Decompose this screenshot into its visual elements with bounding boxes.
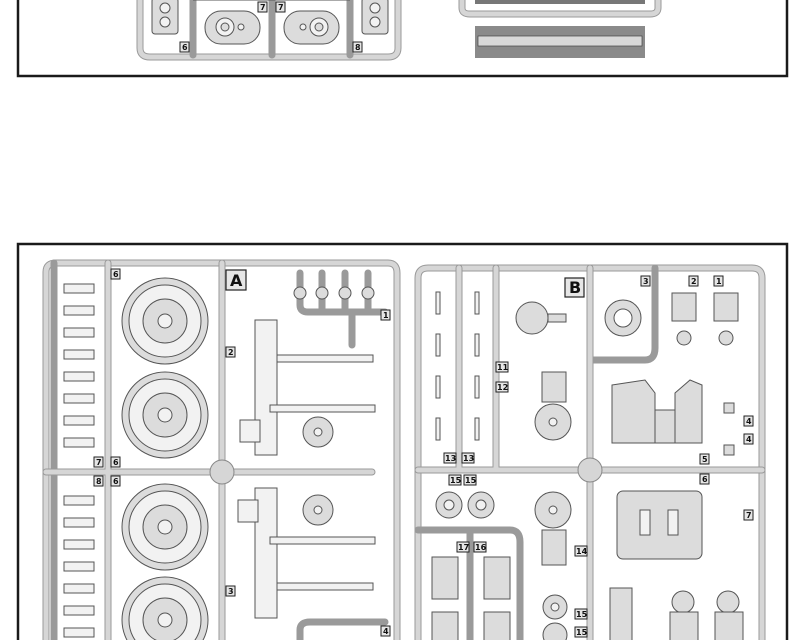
part-number-tag: 17 — [456, 541, 470, 553]
bracket-part — [713, 292, 739, 346]
part-number-tag: 15 — [463, 474, 477, 486]
part-number-tag: 13 — [443, 452, 457, 464]
sprue-letter-a: A — [225, 269, 247, 291]
road-wheel-part — [121, 576, 209, 640]
part-number-tag: 6 — [179, 41, 190, 53]
svg-text:13: 13 — [445, 454, 456, 463]
part-number-tag: 15 — [448, 474, 462, 486]
part-number-tag: 2 — [225, 346, 236, 358]
part-number-tag: 8 — [93, 475, 104, 487]
svg-text:17: 17 — [458, 543, 469, 552]
part-number-tag: 4 — [743, 433, 754, 445]
svg-text:16: 16 — [475, 543, 487, 552]
part-number-tag: 16 — [473, 541, 487, 553]
svg-text:15: 15 — [576, 628, 588, 637]
svg-text:1: 1 — [716, 277, 722, 286]
sprue-hub — [209, 459, 235, 485]
svg-text:3: 3 — [228, 587, 234, 596]
part-number-tag: 6 — [110, 456, 121, 468]
svg-text:3: 3 — [643, 277, 649, 286]
part-number-tag: 13 — [461, 452, 475, 464]
svg-text:14: 14 — [576, 547, 588, 556]
top-panel-border — [16, 0, 789, 78]
hub-part — [515, 301, 567, 335]
road-wheel-part — [121, 277, 209, 365]
knob-parts — [293, 269, 389, 349]
svg-text:2: 2 — [228, 348, 234, 357]
part-number-tag: 12 — [495, 381, 509, 393]
svg-text:5: 5 — [702, 455, 708, 464]
part-number-tag: 5 — [699, 453, 710, 465]
svg-text:6: 6 — [702, 475, 708, 484]
svg-text:4: 4 — [383, 627, 389, 636]
sprue-hub — [577, 457, 603, 483]
final-drive-part — [534, 491, 572, 566]
part-number-tag: 3 — [640, 275, 651, 287]
svg-text:7: 7 — [278, 3, 284, 12]
part-number-tag: 7 — [93, 456, 104, 468]
plate-parts — [431, 556, 511, 640]
svg-text:B: B — [569, 278, 581, 297]
part-number-tag: 6 — [699, 473, 710, 485]
bottom-panel-border — [16, 242, 789, 640]
part-number-tag: 7 — [743, 509, 754, 521]
part-number-tag: 2 — [688, 275, 699, 287]
part-number-tag: 11 — [495, 361, 509, 373]
svg-text:7: 7 — [746, 511, 752, 520]
part-number-tag: 15 — [574, 626, 588, 638]
svg-text:7: 7 — [96, 458, 102, 467]
svg-text:4: 4 — [746, 435, 752, 444]
svg-text:15: 15 — [465, 476, 477, 485]
wrench-parts — [435, 291, 480, 441]
road-wheel-part — [121, 371, 209, 459]
part-number-tag: 14 — [574, 545, 588, 557]
svg-text:A: A — [230, 271, 243, 290]
svg-text:11: 11 — [497, 363, 509, 372]
svg-text:15: 15 — [450, 476, 462, 485]
part-number-tag: 1 — [713, 275, 724, 287]
svg-text:2: 2 — [691, 277, 697, 286]
part-number-tag: 7 — [275, 1, 286, 13]
part-number-tag: 3 — [225, 585, 236, 597]
suspension-arm-part — [237, 487, 376, 619]
hull-plate-part — [611, 379, 703, 444]
svg-text:8: 8 — [96, 477, 102, 486]
sprue-a: A 6 2 1 7 6 8 6 3 4 — [42, 259, 401, 640]
svg-text:4: 4 — [746, 417, 752, 426]
part-number-tag: 6 — [110, 475, 121, 487]
svg-text:6: 6 — [113, 477, 119, 486]
track-runner — [458, 0, 662, 58]
part-number-tag: 7 — [257, 1, 268, 13]
part-number-tag: 1 — [380, 309, 391, 321]
sprue-letter-b: B — [564, 277, 585, 298]
part-number-tag: 8 — [352, 41, 363, 53]
small-parts-column — [63, 283, 95, 638]
final-drive-part — [534, 371, 572, 441]
svg-text:1: 1 — [383, 311, 389, 320]
svg-text:7: 7 — [260, 3, 266, 12]
sprue-b: B 3 2 1 11 12 13 13 4 4 5 6 15 15 7 17 1… — [414, 264, 766, 640]
part-number-tag: 4 — [380, 625, 391, 637]
top-panel: 6 7 7 8 — [16, 0, 789, 78]
part-number-tag: 4 — [743, 415, 754, 427]
ring-part — [604, 299, 642, 337]
svg-text:8: 8 — [355, 43, 361, 52]
suspension-arm-part — [239, 319, 376, 456]
svg-text:6: 6 — [182, 43, 188, 52]
svg-text:15: 15 — [576, 610, 588, 619]
bracket-part — [671, 292, 697, 346]
road-wheel-part — [121, 483, 209, 571]
svg-text:13: 13 — [463, 454, 474, 463]
shock-parts — [609, 587, 744, 640]
part-number-tag: 6 — [110, 268, 121, 280]
engine-block-part — [616, 490, 703, 560]
disc-parts — [435, 491, 568, 640]
top-sprue: 6 7 7 8 — [136, 0, 402, 61]
svg-text:6: 6 — [113, 270, 119, 279]
part-number-tag: 15 — [574, 608, 588, 620]
svg-text:6: 6 — [113, 458, 119, 467]
svg-text:12: 12 — [497, 383, 508, 392]
